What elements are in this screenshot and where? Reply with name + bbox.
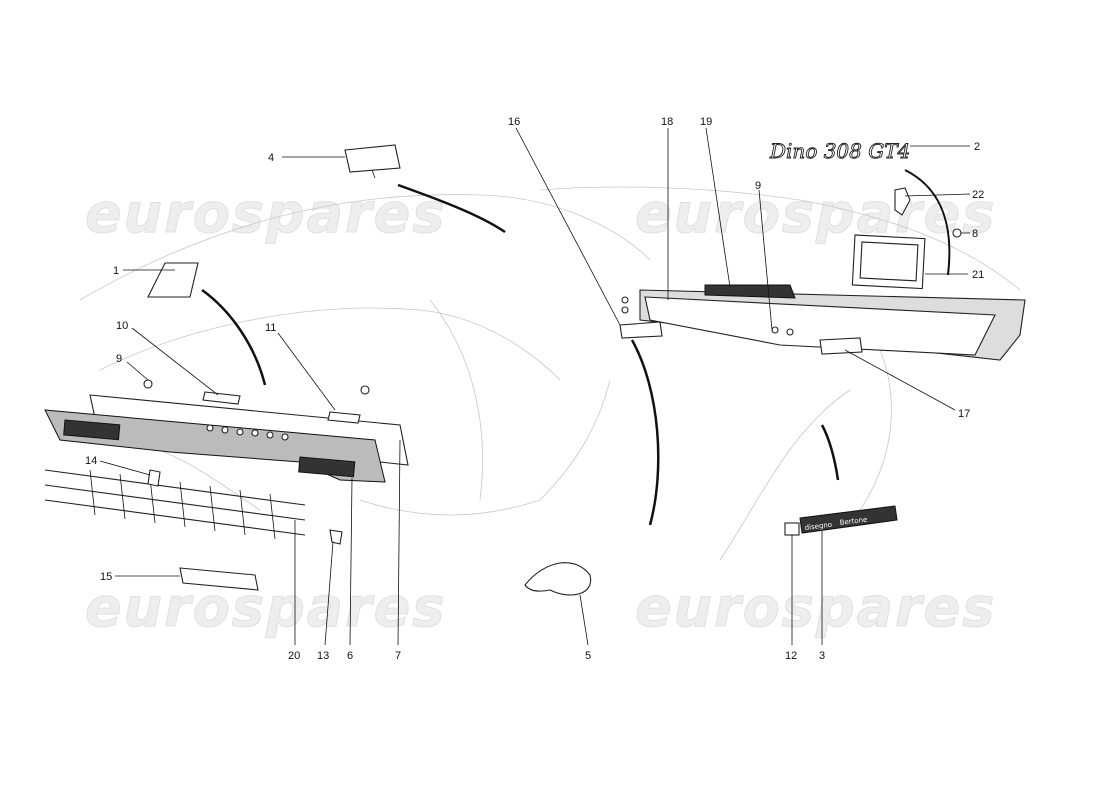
clip bbox=[329, 529, 343, 545]
callout-7: 7 bbox=[395, 650, 401, 662]
prancing-horse-badge bbox=[894, 187, 911, 216]
rear-view-mirror bbox=[344, 144, 506, 234]
callout-13: 13 bbox=[317, 650, 329, 662]
license-bracket bbox=[179, 567, 259, 591]
trim-strip bbox=[630, 339, 660, 526]
watermark: eurospares bbox=[635, 576, 996, 639]
callout-19: 19 bbox=[700, 116, 712, 128]
callout-6: 6 bbox=[347, 650, 353, 662]
callout-15: 15 bbox=[100, 571, 112, 583]
front-bumper bbox=[44, 379, 409, 483]
callout-11: 11 bbox=[265, 322, 276, 334]
watermark: eurospares bbox=[85, 182, 446, 245]
callout-10: 10 bbox=[116, 320, 128, 332]
callouts: 4 1 10 9 11 14 15 20 13 6 7 16 18 19 9 2… bbox=[85, 116, 984, 662]
trim-strip bbox=[904, 169, 951, 276]
callout-21: 21 bbox=[972, 269, 984, 281]
callout-9: 9 bbox=[116, 353, 122, 365]
callout-18: 18 bbox=[661, 116, 673, 128]
dino-emblem: Dino 308 GT4 bbox=[769, 139, 910, 163]
side-mirror bbox=[524, 562, 592, 596]
callout-17: 17 bbox=[958, 408, 970, 420]
callout-4: 4 bbox=[268, 152, 274, 164]
callout-1: 1 bbox=[113, 265, 119, 277]
callout-20: 20 bbox=[288, 650, 300, 662]
front-grille bbox=[44, 469, 306, 540]
badge-text-bertone: Bertone bbox=[839, 516, 868, 527]
callout-5: 5 bbox=[585, 650, 591, 662]
rear-bumper bbox=[619, 284, 1026, 361]
callout-14: 14 bbox=[85, 455, 97, 467]
callout-22: 22 bbox=[972, 189, 984, 201]
callout-2: 2 bbox=[974, 141, 980, 153]
callout-12: 12 bbox=[785, 650, 797, 662]
callout-8: 8 bbox=[972, 228, 978, 240]
nut bbox=[952, 228, 962, 238]
badge-text-disegno: disegno bbox=[804, 521, 832, 532]
watermark: eurospares bbox=[85, 576, 446, 639]
callout-9-right: 9 bbox=[755, 180, 761, 192]
callout-3: 3 bbox=[819, 650, 825, 662]
trim-strip bbox=[820, 424, 840, 481]
license-light bbox=[851, 234, 926, 290]
bolt bbox=[147, 469, 161, 487]
watermarks: eurospares eurospares eurospares eurospa… bbox=[85, 182, 996, 640]
callout-16: 16 bbox=[508, 116, 520, 128]
watermark: eurospares bbox=[635, 182, 996, 245]
decal bbox=[147, 262, 267, 386]
bertone-badge: disegno Bertone bbox=[784, 505, 898, 536]
